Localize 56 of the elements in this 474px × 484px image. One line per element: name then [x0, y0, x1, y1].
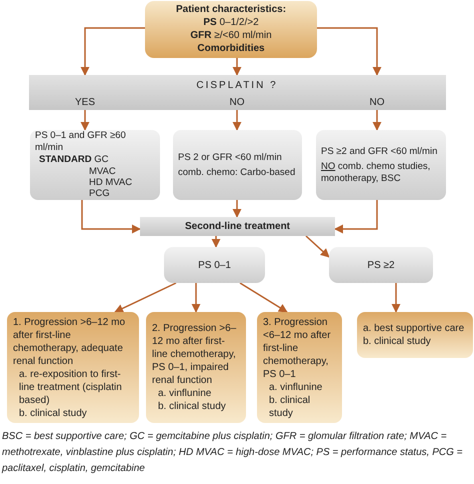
option-text: a. vinflunine [157, 387, 212, 400]
arrow [232, 58, 242, 76]
option-text: b. clinical study [18, 406, 88, 420]
arrow [81, 200, 141, 234]
answer-label: YES [75, 96, 95, 109]
arrow [334, 200, 378, 234]
treatment-box [30, 130, 160, 200]
option-text: b. clinical study [363, 335, 432, 348]
criteria-text: comb. chemo: Carbo-based [178, 166, 296, 178]
option-text: a. re-exposition to first-line treatment (cisplatin based) [18, 368, 123, 406]
arrow [80, 27, 145, 76]
arrow [240, 282, 288, 313]
option-box [257, 312, 342, 423]
option-text: b. clinical study [157, 400, 227, 413]
option-text: a. vinflunine [268, 380, 324, 394]
arrow [232, 110, 242, 131]
decision-band [29, 75, 446, 110]
arrow [306, 235, 330, 258]
treatment-text: NO comb. chemo studies, monotherapy, BSC [321, 161, 432, 184]
option-text: b. clinical study [268, 394, 312, 420]
criteria-text: Comorbidities [196, 42, 266, 55]
label-text: PS ≥2 [367, 258, 395, 272]
regimen-text: PCG [88, 188, 111, 200]
arrow [212, 236, 220, 248]
option-box [146, 312, 246, 423]
label-text: Second-line treatment [184, 220, 292, 233]
criteria-text: Patient characteristics: [174, 3, 288, 16]
option-text: a. best supportive care [363, 322, 466, 335]
criteria-text: PS 0–1/2/>2 [202, 16, 260, 29]
criteria-text: GFR ≥/<60 ml/min [189, 29, 273, 42]
regimen-text: STANDARD GC [38, 154, 110, 166]
treatment-box [173, 130, 302, 200]
arrow [114, 282, 176, 313]
arrow [192, 283, 200, 313]
arrow [372, 110, 382, 131]
regimen-text: MVAC [88, 166, 117, 177]
caption: BSC = best supportive care; GC = gemcitabine plus cisplatin; GFR = glomular filtration rate; MVAC = methotrexate, vinblastine plus cisplatin; HD MVAC = high-dose MVAC; PS = performance status, PCG = paclitaxel, cisplatin, gemcitabine [2, 430, 464, 476]
regimen-text: HD MVAC [88, 176, 134, 188]
question-text: CISPLATIN ? [196, 79, 278, 92]
arrow [232, 200, 242, 218]
option-box [357, 312, 473, 358]
status-box [164, 247, 265, 283]
criteria-text: PS 2 or GFR <60 ml/min [178, 152, 283, 164]
criteria-text: PS ≥2 and GFR <60 ml/min [321, 146, 438, 158]
label-text: PS 0–1 [198, 258, 231, 272]
stage-band [140, 217, 335, 236]
criteria-text: PS 0–1 and GFR ≥60 ml/min [35, 130, 127, 154]
option-box [7, 312, 139, 423]
arrow [392, 283, 400, 313]
criteria-box [145, 1, 317, 58]
status-box [329, 247, 433, 283]
arrow [317, 27, 382, 76]
treatment-box [316, 130, 446, 200]
answer-label: NO [230, 96, 244, 109]
arrow [80, 110, 90, 131]
answer-label: NO [370, 96, 384, 109]
